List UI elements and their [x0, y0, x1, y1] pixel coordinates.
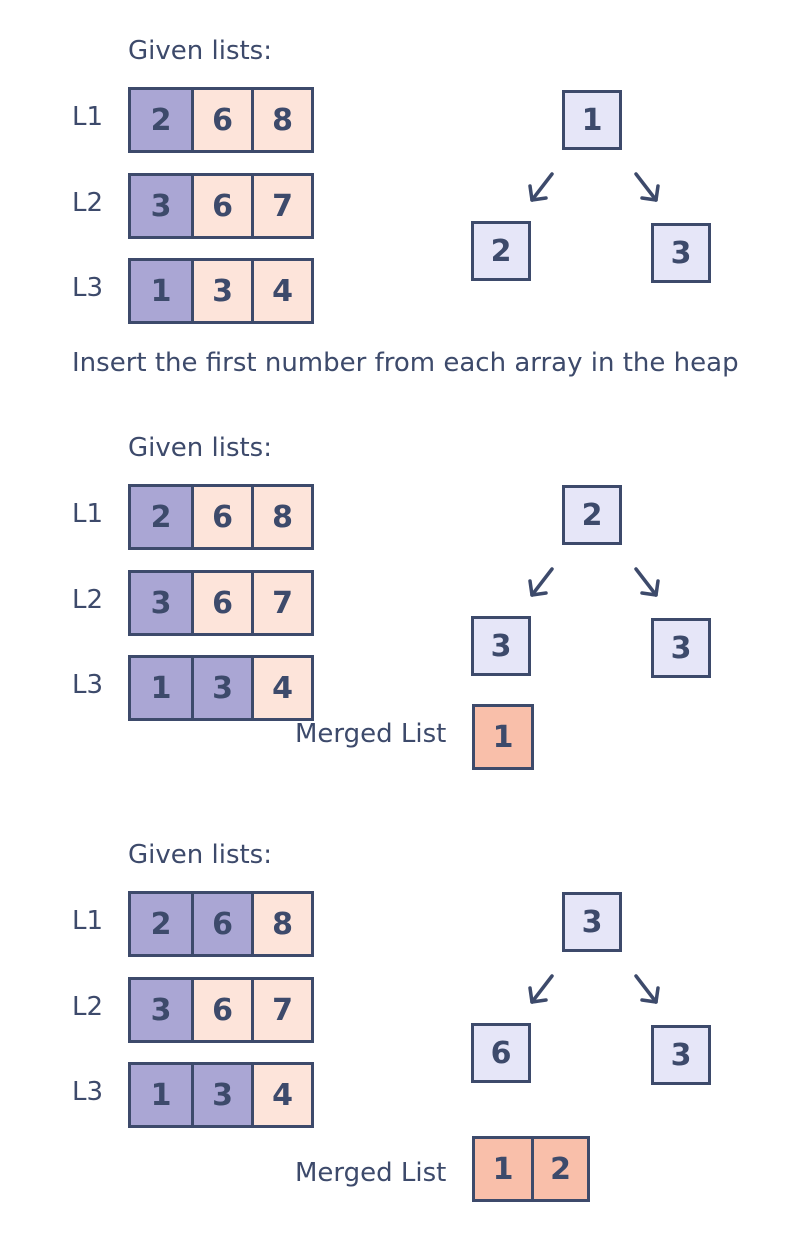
list-cell: 6: [191, 980, 251, 1040]
list-l3: 1 3 4: [128, 1062, 314, 1128]
arrow-down-right-icon: [634, 974, 660, 1004]
list-l2: 3 6 7: [128, 173, 314, 239]
list-cell: 7: [251, 176, 311, 236]
list-label-l1: L1: [72, 906, 104, 936]
merged-list: 1 2: [472, 1136, 590, 1202]
list-cell: 3: [131, 573, 191, 633]
list-cell: 8: [251, 487, 311, 547]
list-cell: 7: [251, 980, 311, 1040]
step-panel-3: Given lists: L1 2 6 8 L2 3 6 7 L3 1 3 4 …: [0, 809, 800, 1219]
arrow-down-left-icon: [528, 974, 554, 1004]
arrow-down-left-icon: [528, 567, 554, 597]
heap-right-node: 3: [651, 1025, 711, 1085]
list-cell: 4: [251, 658, 311, 718]
step-panel-1: Given lists: L1 2 6 8 L2 3 6 7 L3 1 3 4 …: [0, 5, 800, 415]
heap-left-node: 2: [471, 221, 531, 281]
list-cell: 6: [191, 487, 251, 547]
list-label-l3: L3: [72, 273, 104, 303]
list-cell: 6: [191, 176, 251, 236]
list-cell: 3: [191, 261, 251, 321]
given-lists-label: Given lists:: [128, 433, 272, 463]
list-label-l3: L3: [72, 1077, 104, 1107]
list-l2: 3 6 7: [128, 570, 314, 636]
list-cell: 3: [191, 1065, 251, 1125]
list-l1: 2 6 8: [128, 484, 314, 550]
list-l3: 1 3 4: [128, 655, 314, 721]
heap-root-node: 1: [562, 90, 622, 150]
list-l2: 3 6 7: [128, 977, 314, 1043]
list-label-l1: L1: [72, 102, 104, 132]
merged-list-label: Merged List: [295, 1158, 447, 1188]
arrow-down-right-icon: [634, 172, 660, 202]
list-label-l3: L3: [72, 670, 104, 700]
arrow-down-left-icon: [528, 172, 554, 202]
list-label-l1: L1: [72, 499, 104, 529]
heap-left-node: 6: [471, 1023, 531, 1083]
list-cell: 6: [191, 894, 251, 954]
list-cell: 7: [251, 573, 311, 633]
list-l1: 2 6 8: [128, 891, 314, 957]
arrow-down-right-icon: [634, 567, 660, 597]
given-lists-label: Given lists:: [128, 36, 272, 66]
list-cell: 8: [251, 894, 311, 954]
list-cell: 1: [131, 658, 191, 718]
list-cell: 2: [131, 894, 191, 954]
heap-root-node: 2: [562, 485, 622, 545]
list-cell: 3: [131, 980, 191, 1040]
list-cell: 3: [191, 658, 251, 718]
list-cell: 1: [131, 261, 191, 321]
list-cell: 1: [131, 1065, 191, 1125]
list-label-l2: L2: [72, 188, 104, 218]
list-cell: 2: [131, 487, 191, 547]
list-cell: 2: [131, 90, 191, 150]
list-label-l2: L2: [72, 585, 104, 615]
step-panel-2: Given lists: L1 2 6 8 L2 3 6 7 L3 1 3 4 …: [0, 402, 800, 812]
merged-cell: 1: [475, 1139, 531, 1199]
heap-right-node: 3: [651, 618, 711, 678]
given-lists-label: Given lists:: [128, 840, 272, 870]
list-cell: 3: [131, 176, 191, 236]
heap-right-node: 3: [651, 223, 711, 283]
merged-cell: 2: [531, 1139, 587, 1199]
heap-left-node: 3: [471, 616, 531, 676]
merged-list: 1: [472, 704, 534, 770]
list-l1: 2 6 8: [128, 87, 314, 153]
list-cell: 4: [251, 1065, 311, 1125]
merged-list-label: Merged List: [295, 719, 447, 749]
list-cell: 8: [251, 90, 311, 150]
heap-root-node: 3: [562, 892, 622, 952]
list-label-l2: L2: [72, 992, 104, 1022]
merged-cell: 1: [475, 707, 531, 767]
step-caption: Insert the first number from each array …: [72, 348, 739, 378]
list-cell: 6: [191, 90, 251, 150]
list-cell: 4: [251, 261, 311, 321]
list-cell: 6: [191, 573, 251, 633]
list-l3: 1 3 4: [128, 258, 314, 324]
